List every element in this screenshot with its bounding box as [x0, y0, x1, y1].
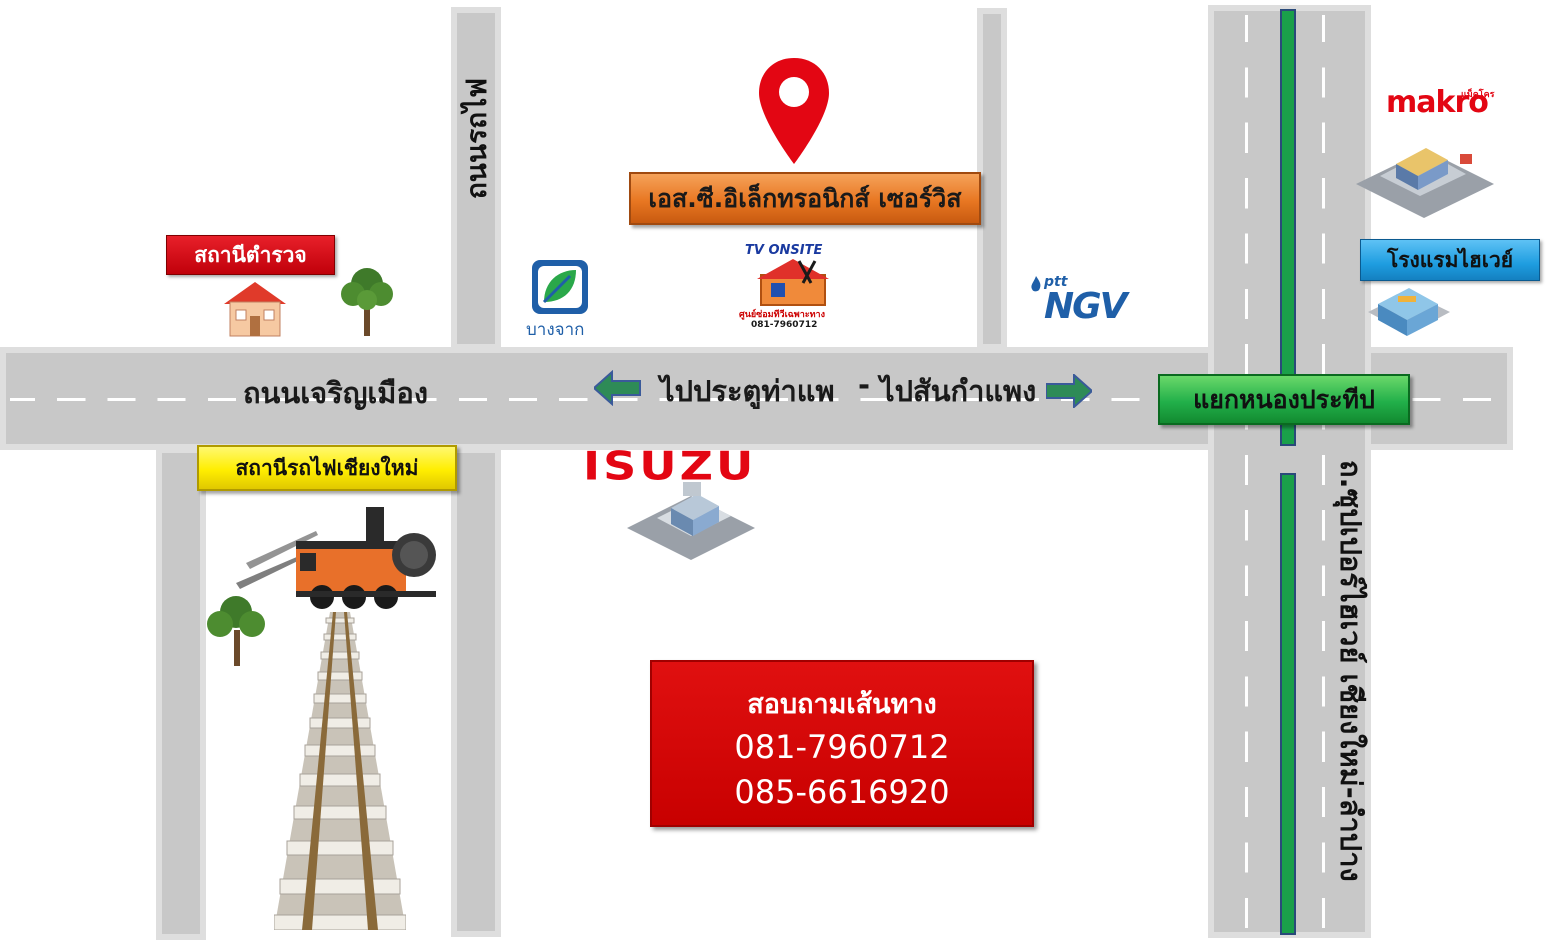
ngv-text: NGV — [1044, 286, 1128, 327]
hotel-label: โรงแรมไฮเวย์ — [1360, 239, 1540, 281]
isuzu-logo-text: ISUZU — [583, 443, 757, 489]
railway-track-icon — [274, 612, 406, 930]
ptt-text: ptt — [1044, 274, 1068, 290]
tree-icon-police — [341, 268, 393, 336]
contact-title: สอบถามเส้นทาง — [747, 689, 937, 720]
tv-onsite-title: TV ONSITE — [745, 243, 823, 258]
tv-onsite-subtitle: ศูนย์ซ่อมทีวีเฉพาะทาง — [739, 310, 825, 320]
bangchak-logo: บางจาก — [526, 258, 596, 340]
left-road-name: ถนนรถไฟ — [460, 78, 493, 200]
road-vertical-left-south — [156, 447, 206, 940]
direction-separator: - — [858, 368, 871, 402]
lane-dash-horizontal — [10, 398, 1508, 401]
junction-label: แยกหนองประทีป — [1158, 374, 1410, 425]
contact-phone-1[interactable]: 081-7960712 — [734, 728, 950, 766]
lane-dash-superhighway-right — [1322, 15, 1325, 933]
road-vertical-1-south — [451, 447, 501, 937]
tv-onsite-phone: 081-7960712 — [751, 320, 818, 330]
arrow-left-icon — [594, 370, 641, 406]
median-north — [1280, 9, 1296, 446]
train-icon — [236, 507, 436, 609]
makro-small-text: แม็คโคร — [1461, 90, 1495, 100]
road-vertical-1-north — [451, 7, 501, 350]
train-station-label: สถานีรถไฟเชียงใหม่ — [197, 445, 457, 491]
tv-onsite-logo: TV ONSITE ศูนย์ซ่อมทีวีเฉพาะทาง 081-7960… — [735, 243, 850, 338]
ptt-flame-icon — [1031, 276, 1041, 292]
house-tools-icon — [757, 259, 829, 306]
police-house-icon — [224, 282, 286, 337]
contact-phone-2[interactable]: 085-6616920 — [734, 773, 950, 811]
road-vertical-2-north — [977, 8, 1007, 350]
lane-dash-superhighway-left — [1245, 15, 1248, 933]
tree-icon-station — [207, 596, 265, 666]
superhighway-name: ถ.ซุปเปอร์ไฮเวย์ เชียงใหม่-ลำปาง — [1334, 460, 1368, 882]
direction-left-text: ไปประตูท่าแพ — [660, 374, 835, 408]
makro-building-icon — [1356, 148, 1494, 218]
arrow-right-icon — [1046, 374, 1092, 408]
direction-right-text: ไปสันกำแพง — [880, 374, 1037, 408]
hotel-building-icon — [1368, 288, 1450, 336]
ptt-ngv-logo: ptt NGV — [1028, 270, 1132, 332]
makro-logo-text: makro — [1386, 85, 1489, 120]
location-pin-icon — [759, 58, 829, 164]
contact-box: สอบถามเส้นทาง 081-7960712 085-6616920 — [650, 660, 1034, 827]
median-south — [1280, 473, 1296, 935]
bangchak-leaf-icon — [532, 260, 588, 314]
shop-name-label: เอส.ซี.อิเล็กทรอนิกส์ เซอร์วิส — [629, 172, 981, 225]
isuzu-building-icon — [627, 482, 755, 560]
main-road-name: ถนนเจริญเมือง — [243, 376, 429, 410]
bangchak-text: บางจาก — [526, 320, 585, 340]
police-station-label: สถานีตำรวจ — [166, 235, 335, 275]
